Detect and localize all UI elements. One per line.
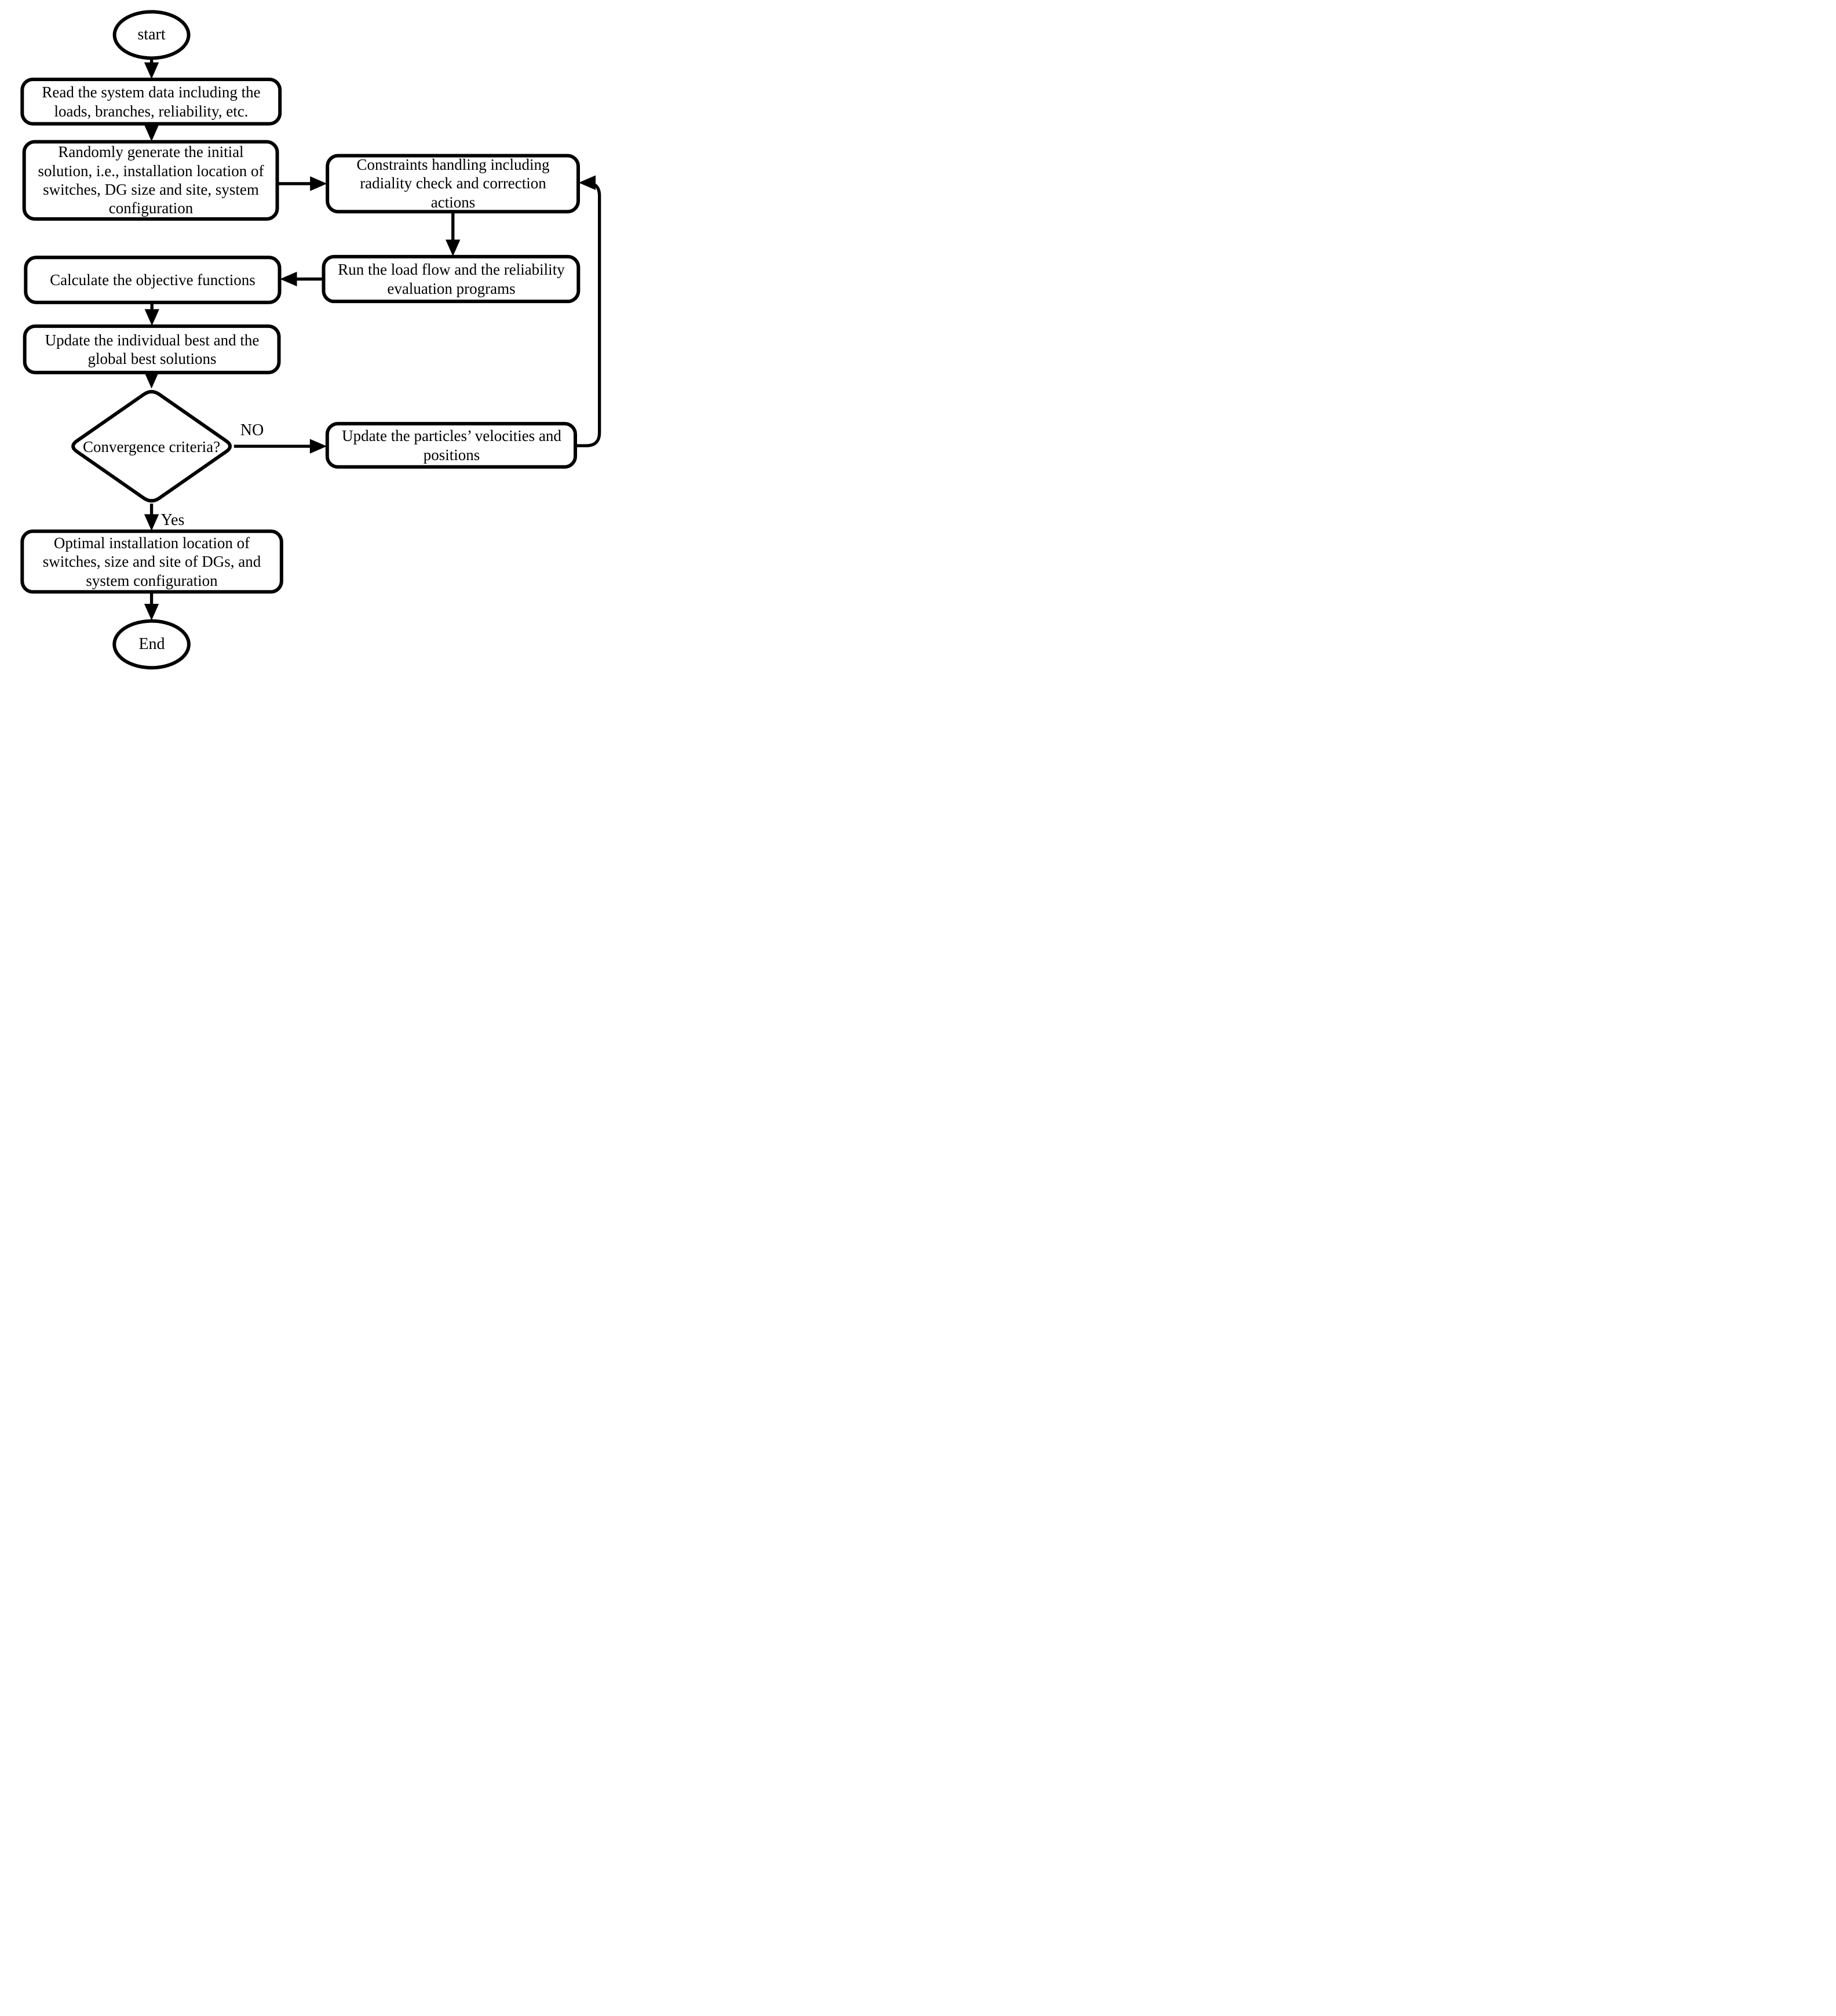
- arrowhead-read-to-generate: [144, 125, 159, 141]
- update-best-box-shape: [23, 324, 281, 374]
- convergence-diamond-label: Convergence criteria?: [82, 438, 221, 455]
- read-data-box-shape: [20, 77, 282, 126]
- objective-functions-box-label: Calculate the objective functions: [50, 271, 255, 289]
- flowchart-canvas: start Read the system data including the…: [0, 0, 612, 672]
- end-terminal-shape: [112, 619, 191, 670]
- optimal-result-box-label: Optimal installation location of switche…: [42, 534, 261, 589]
- arrowhead-start-to-read: [144, 62, 159, 79]
- generate-initial-box-shape: [22, 140, 279, 221]
- update-particles-box-shape: [325, 422, 578, 469]
- start-terminal-shape: [112, 10, 191, 60]
- no-branch-label: NO: [240, 421, 264, 439]
- arrowhead-objective-to-best: [144, 309, 159, 326]
- constraints-handling-box-label: Constraints handling including radiality…: [356, 155, 550, 211]
- arrowhead-optimal-to-end: [144, 604, 159, 621]
- arrowhead-generate-to-constraints: [310, 176, 327, 191]
- yes-branch-label: Yes: [160, 511, 185, 529]
- load-flow-box-label: Run the load flow and the reliability ev…: [338, 261, 565, 297]
- arrowhead-constraints-to-loadflow: [446, 239, 461, 257]
- update-particles-box-label: Update the particles’ velocities and pos…: [342, 427, 561, 464]
- arrowhead-loadflow-to-objective: [280, 271, 297, 287]
- convergence-diamond-shape: [71, 389, 232, 503]
- optimal-result-box-shape: [20, 529, 283, 594]
- load-flow-box-shape: [322, 254, 581, 304]
- arrowhead-particles-feedback-loop: [578, 175, 596, 190]
- flowchart-graphics: [20, 10, 601, 670]
- arrowhead-best-to-convergence: [144, 371, 159, 389]
- constraints-handling-box-shape: [326, 154, 581, 214]
- connector-particles-feedback-loop: [575, 181, 601, 447]
- generate-initial-box-label: Randomly generate the initial solution, …: [38, 143, 264, 217]
- arrowhead-convergence-yes-branch: [144, 514, 159, 531]
- start-terminal-label: start: [137, 25, 166, 44]
- arrowhead-convergence-no-branch: [309, 439, 327, 454]
- end-terminal-label: End: [138, 635, 165, 654]
- update-best-box-label: Update the individual best and the globa…: [45, 331, 260, 367]
- objective-functions-box-shape: [24, 256, 282, 304]
- read-data-box-label: Read the system data including the loads…: [42, 83, 261, 120]
